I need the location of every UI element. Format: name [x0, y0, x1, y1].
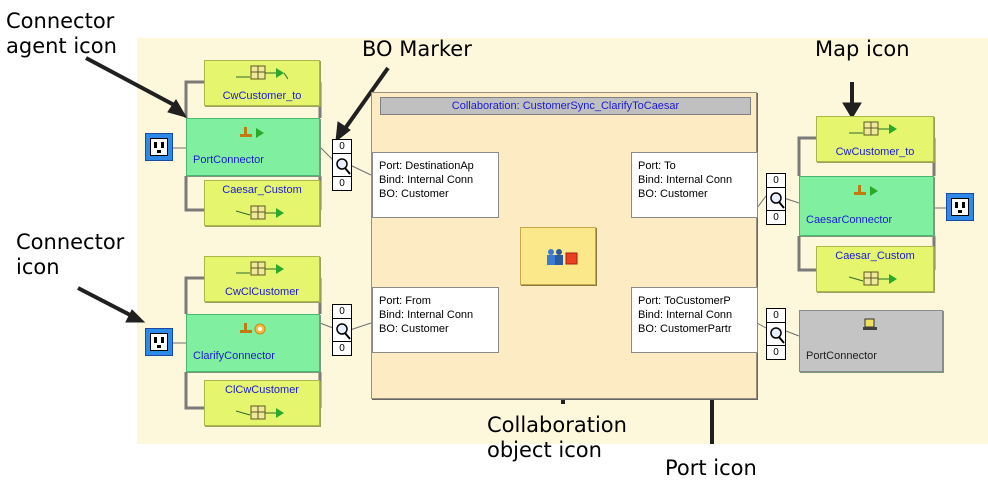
caesar-connector-agent[interactable]: CaesarConnector — [799, 176, 934, 236]
map-caesar-custom-right[interactable]: Caesar_Custom — [816, 246, 934, 292]
annotation-connector-agent-icon: Connector agent icon — [6, 9, 117, 59]
port-bind: Bind: Internal Conn — [638, 309, 733, 321]
port-bo: BO: Customer — [379, 188, 449, 200]
map-cwcustomer-to-right[interactable]: CwCustomer_to — [816, 116, 934, 162]
bo-marker-bottom-count: 0 — [333, 176, 351, 190]
agent-icon — [240, 323, 266, 335]
port-bind: Bind: Internal Conn — [379, 174, 474, 186]
bo-marker[interactable]: 0 0 — [766, 173, 786, 225]
magnifier-icon — [336, 158, 351, 175]
plug-icon[interactable] — [946, 193, 974, 221]
agent-icon — [240, 127, 264, 138]
clarify-connector-agent[interactable]: ClarifyConnector — [186, 314, 320, 372]
agent-icon — [863, 318, 877, 330]
collaboration-title: Collaboration: CustomerSync_ClarifyToCae… — [380, 97, 751, 115]
bo-marker[interactable]: 0 0 — [332, 304, 352, 356]
bo-marker-bottom-count: 0 — [767, 345, 785, 359]
bo-marker-bottom-count: 0 — [767, 210, 785, 224]
bo-marker-top-count: 0 — [333, 305, 351, 319]
magnifier-icon — [770, 327, 785, 344]
port-name: Port: DestinationAp — [379, 160, 474, 172]
map-clcwcustomer[interactable]: ClCwCustomer — [204, 380, 320, 426]
agent-icon — [853, 185, 878, 196]
map-cwclcustomer[interactable]: CwClCustomer — [204, 256, 320, 302]
map-icon — [236, 405, 284, 420]
map-icon — [236, 261, 284, 276]
port-tocustomerp[interactable]: Port: ToCustomerP Bind: Internal Conn BO… — [631, 287, 758, 353]
bo-marker[interactable]: 0 0 — [766, 308, 786, 360]
port-name: Port: From — [379, 295, 431, 307]
magnifier-icon — [770, 192, 785, 209]
bo-marker-top-count: 0 — [767, 174, 785, 188]
annotation-line: agent icon — [6, 34, 117, 58]
bo-marker[interactable]: 0 0 — [332, 139, 352, 191]
map-label: CwCustomer_to — [835, 146, 915, 158]
annotation-connector-icon: Connector icon — [16, 230, 124, 280]
map-icon — [849, 121, 897, 136]
connector-label: CaesarConnector — [806, 214, 893, 226]
bo-marker-top-count: 0 — [333, 140, 351, 154]
connector-label: PortConnector — [806, 350, 877, 362]
map-icon — [236, 205, 284, 220]
port-bo: BO: Customer — [379, 323, 449, 335]
magnifier-icon — [336, 323, 351, 340]
port-connector-inactive[interactable]: PortConnector — [799, 310, 943, 372]
annotation-port-icon: Port icon — [665, 456, 757, 480]
map-cwcustomer-to-left[interactable]: CwCustomer_to — [204, 60, 320, 106]
map-label: Caesar_Custom — [835, 250, 915, 262]
collaboration-object-glyph — [547, 249, 578, 265]
map-label: CwClCustomer — [225, 286, 299, 298]
port-to[interactable]: Port: To Bind: Internal Conn BO: Custome… — [631, 152, 758, 218]
port-bo: BO: CustomerPartr — [638, 323, 732, 335]
plug-icon[interactable] — [145, 133, 173, 161]
port-bo: BO: Customer — [638, 188, 708, 200]
connector-label: ClarifyConnector — [193, 350, 275, 362]
map-label: ClCwCustomer — [225, 384, 299, 396]
annotation-line: Collaboration — [487, 413, 627, 437]
annotation-line: Connector — [6, 9, 115, 33]
map-label: Caesar_Custom — [222, 184, 302, 196]
port-bind: Bind: Internal Conn — [638, 174, 733, 186]
collaboration-object-icon[interactable] — [520, 227, 596, 285]
annotation-collaboration-object-icon: Collaboration object icon — [487, 413, 627, 463]
port-from[interactable]: Port: From Bind: Internal Conn BO: Custo… — [372, 287, 499, 353]
map-label: CwCustomer_to — [222, 90, 302, 102]
plug-icon[interactable] — [145, 328, 173, 356]
map-caesar-custom-left[interactable]: Caesar_Custom — [204, 180, 320, 226]
connector-label: PortConnector — [193, 154, 264, 166]
map-icon — [236, 65, 288, 80]
port-destination[interactable]: Port: DestinationAp Bind: Internal Conn … — [372, 152, 499, 218]
bo-marker-top-count: 0 — [767, 309, 785, 323]
port-bind: Bind: Internal Conn — [379, 309, 474, 321]
port-name: Port: To — [638, 160, 676, 172]
annotation-bo-marker: BO Marker — [362, 37, 472, 61]
annotation-map-icon: Map icon — [815, 37, 910, 61]
port-name: Port: ToCustomerP — [638, 295, 731, 307]
annotation-line: object icon — [487, 438, 602, 462]
annotation-line: icon — [16, 255, 60, 279]
bo-marker-bottom-count: 0 — [333, 341, 351, 355]
annotation-line: Connector — [16, 230, 125, 254]
map-icon — [849, 271, 897, 286]
port-connector-agent[interactable]: PortConnector — [186, 118, 320, 176]
